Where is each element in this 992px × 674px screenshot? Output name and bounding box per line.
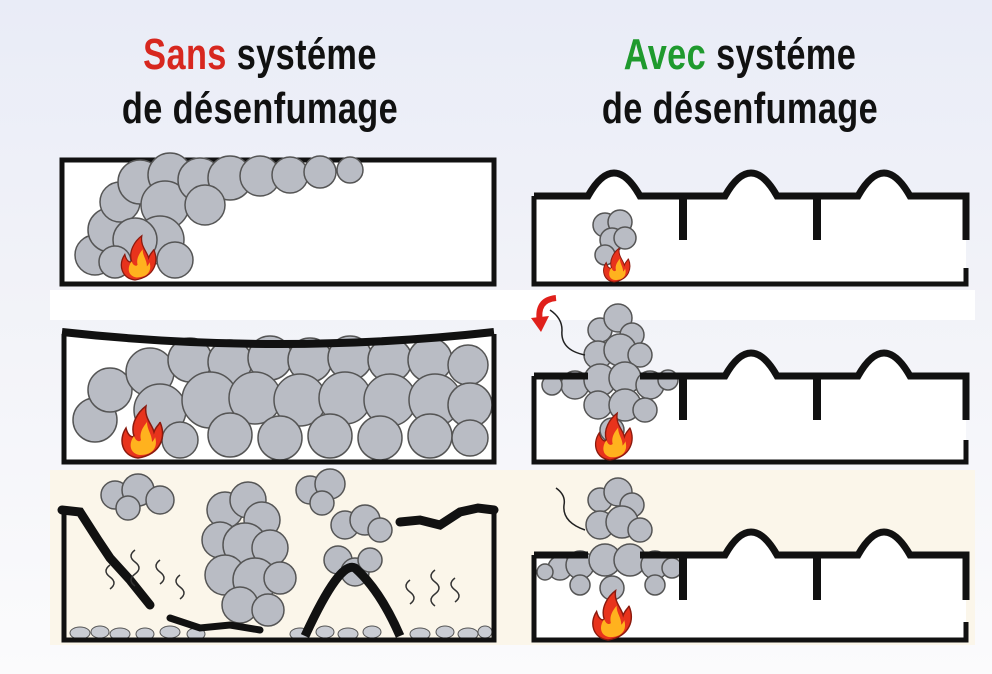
right-scene-3 (531, 477, 970, 643)
title-right-line1: systéme (706, 30, 857, 79)
title-left-line1: systéme (226, 30, 377, 79)
band-light (50, 290, 975, 320)
smoke-cloud-right-1 (592, 209, 637, 266)
smoke-cloud-left-3 (100, 468, 393, 627)
title-left-line2: de désenfumage (121, 84, 399, 133)
left-scene-3 (57, 468, 499, 643)
title-right: Avec systéme de désenfumage (584, 28, 896, 136)
title-left: Sans systéme de désenfumage (104, 28, 416, 136)
left-scene-1 (59, 152, 497, 287)
smoke-cloud-left-1 (74, 152, 364, 279)
title-right-keyword: Avec (623, 30, 707, 79)
right-scene-1 (531, 169, 970, 287)
heat-lines-left-3 (105, 549, 460, 607)
left-scene-2 (61, 328, 497, 465)
smoke-cloud-right-3 (536, 477, 683, 601)
title-right-line2: de désenfumage (601, 84, 879, 133)
title-left-keyword: Sans (143, 30, 227, 79)
right-scene-2 (531, 295, 970, 465)
